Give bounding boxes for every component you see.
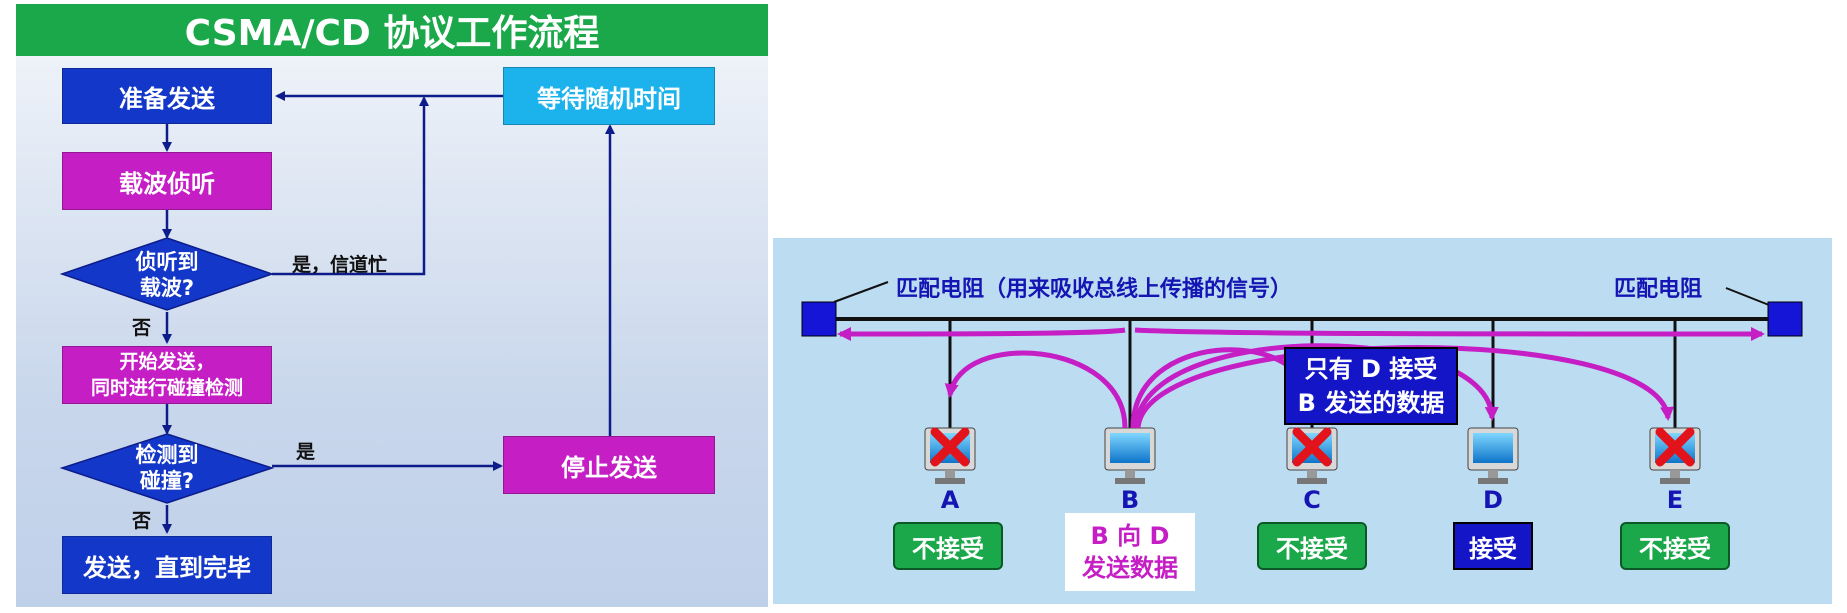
node-prepare: 准备发送 bbox=[62, 68, 272, 124]
decision-carrier-text: 侦听到 载波? bbox=[117, 249, 217, 301]
decision-carrier-line1: 侦听到 bbox=[135, 250, 199, 274]
node-send-until-done: 发送，直到完毕 bbox=[62, 536, 272, 594]
station-c-status: 不接受 bbox=[1257, 522, 1367, 570]
edge-label-no-2: 否 bbox=[132, 510, 152, 532]
decision-collision-line2: 碰撞? bbox=[139, 469, 195, 493]
terminator-left-label: 匹配电阻（用来吸收总线上传播的信号） bbox=[896, 277, 1293, 302]
node-start-line2: 同时进行碰撞检测 bbox=[90, 377, 243, 399]
callout-line1: 只有 D 接受 bbox=[1304, 355, 1438, 383]
terminator-right-label: 匹配电阻 bbox=[1614, 277, 1703, 302]
edge-label-no-1: 否 bbox=[132, 317, 152, 339]
station-a-name: A bbox=[940, 486, 960, 514]
node-start-line1: 开始发送， bbox=[119, 351, 215, 373]
station-d-status: 接受 bbox=[1453, 522, 1533, 570]
station-e-status: 不接受 bbox=[1620, 522, 1730, 570]
decision-collision-text: 检测到 碰撞? bbox=[117, 442, 217, 494]
terminator-left bbox=[801, 301, 837, 337]
node-start-send: 开始发送， 同时进行碰撞检测 bbox=[62, 346, 272, 404]
station-c-name: C bbox=[1303, 486, 1321, 514]
decision-collision bbox=[59, 433, 275, 504]
station-a-status: 不接受 bbox=[893, 522, 1003, 570]
station-b-name: B bbox=[1120, 486, 1140, 514]
station-e-name: E bbox=[1666, 486, 1684, 514]
station-d-name: D bbox=[1483, 486, 1503, 514]
callout-only-d: 只有 D 接受 B 发送的数据 bbox=[1284, 347, 1458, 425]
decision-collision-line1: 检测到 bbox=[135, 443, 199, 467]
decision-carrier-line2: 载波? bbox=[139, 276, 195, 300]
station-b-status-line1: B 向 D bbox=[1090, 522, 1170, 550]
cross-icons bbox=[930, 427, 1695, 467]
node-wait-random: 等待随机时间 bbox=[503, 67, 715, 125]
decision-carrier bbox=[59, 237, 275, 311]
flowchart-title: CSMA/CD 协议工作流程 bbox=[16, 4, 768, 56]
terminator-right bbox=[1767, 301, 1803, 337]
computer-icons bbox=[924, 427, 1701, 484]
node-carrier-sense: 载波侦听 bbox=[62, 152, 272, 210]
edge-label-busy: 是，信道忙 bbox=[292, 254, 388, 276]
callout-line2: B 发送的数据 bbox=[1297, 389, 1445, 417]
edge-label-yes: 是 bbox=[296, 441, 316, 463]
node-stop-send: 停止发送 bbox=[503, 436, 715, 494]
station-b-status: B 向 D 发送数据 bbox=[1065, 513, 1195, 591]
station-b-status-line2: 发送数据 bbox=[1082, 554, 1178, 582]
